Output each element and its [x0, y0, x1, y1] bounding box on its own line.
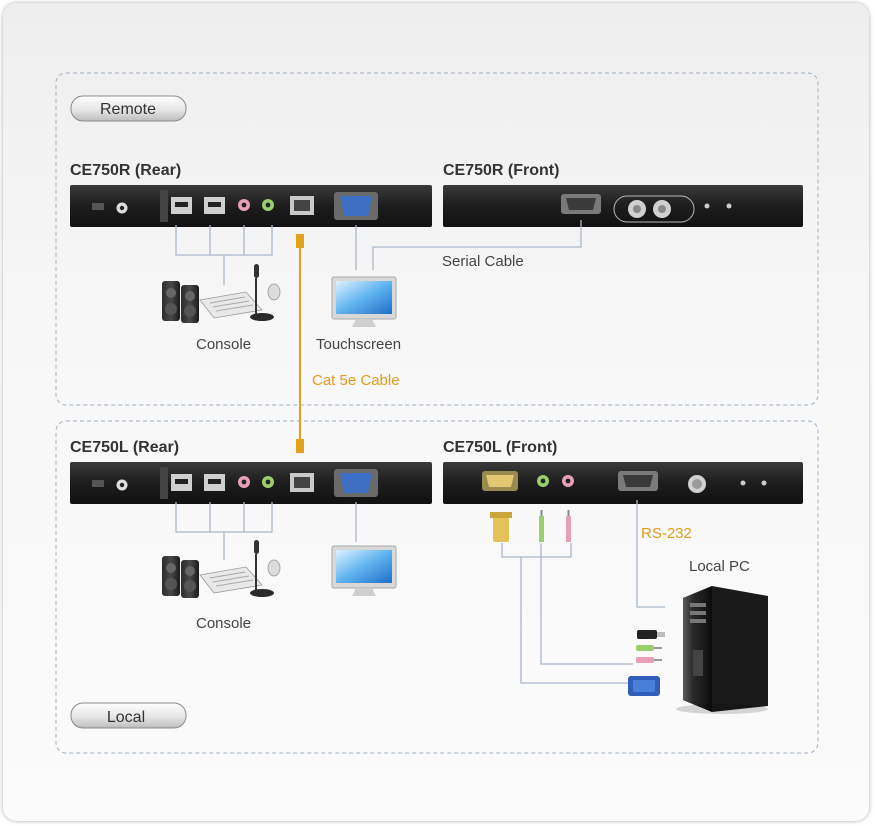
microphone-icon: [250, 264, 274, 321]
skew-control-icon: [613, 195, 695, 223]
action-button-icon: [688, 475, 706, 493]
remote-zone-label: Remote: [70, 95, 187, 122]
rj45-port-icon: [290, 473, 314, 492]
rs232-label: RS-232: [641, 525, 692, 542]
usb-plug-icon: [637, 630, 665, 639]
audio-plug-icon: [539, 510, 544, 542]
monitor-icon: [331, 276, 397, 327]
ce750r-rear-panel: [70, 185, 432, 227]
usb-port-icon: [171, 197, 192, 214]
local-label-text: Local: [107, 709, 145, 726]
mouse-icon: [267, 559, 281, 577]
serial-cable-label: Serial Cable: [442, 253, 524, 270]
local-console-label: Console: [196, 615, 251, 632]
usb-port-icon: [204, 474, 225, 491]
rj45-port-icon: [290, 196, 314, 215]
ce750l-rear-title: CE750L (Rear): [70, 439, 179, 456]
touchscreen-label: Touchscreen: [316, 336, 401, 353]
cat5e-cable: [296, 234, 304, 453]
power-jack-icon: [92, 202, 128, 214]
local-console-cables: [175, 500, 665, 684]
speaker-icon: [181, 560, 199, 598]
microphone-icon: [250, 540, 274, 597]
ce750r-front-panel: [443, 185, 803, 227]
speaker-icon: [181, 285, 199, 323]
speaker-icon: [162, 281, 180, 321]
local-zone: [55, 420, 819, 754]
vga-port-icon: [334, 469, 378, 497]
audio-jack-icon: [238, 476, 250, 488]
remote-label-text: Remote: [100, 101, 156, 118]
audio-jack-icon: [238, 199, 250, 211]
remote-zone: [55, 72, 819, 406]
ce750l-front-panel: [443, 462, 803, 504]
remote-led-icon: [740, 480, 746, 486]
monitor-icon: [331, 545, 397, 596]
usb-port-icon: [204, 197, 225, 214]
local-pc-label: Local PC: [689, 558, 750, 575]
link-led-icon: [704, 203, 710, 209]
audio-plug-icon: [636, 645, 662, 651]
computer-tower-icon: [676, 586, 768, 714]
local-pc-connectors: [490, 510, 665, 696]
remote-console-devices: [162, 264, 281, 323]
speaker-icon: [162, 556, 180, 596]
local-led-icon: [761, 480, 767, 486]
local-console-devices: [162, 540, 281, 598]
remote-console-cables: [175, 220, 582, 285]
cat5e-cable-label: Cat 5e Cable: [312, 372, 400, 389]
usb-port-icon: [171, 474, 192, 491]
vga-port-icon: [334, 192, 378, 220]
keyboard-icon: [199, 291, 263, 319]
mouse-icon: [267, 283, 281, 301]
audio-plug-icon: [636, 657, 662, 663]
rs232-port-icon: [561, 194, 601, 214]
ce750r-front-title: CE750R (Front): [443, 162, 559, 179]
rs232-port-icon: [618, 471, 658, 491]
ce750l-front-title: CE750L (Front): [443, 439, 557, 456]
audio-plug-icon: [566, 510, 571, 542]
local-zone-label: Local: [70, 702, 187, 729]
cpu-vga-port-icon: [482, 471, 518, 491]
audio-jack-icon: [262, 476, 274, 488]
remote-led-icon: [726, 203, 732, 209]
audio-jack-icon: [537, 475, 549, 487]
vga-connector-icon: [490, 512, 512, 542]
remote-console-label: Console: [196, 336, 251, 353]
audio-jack-icon: [262, 199, 274, 211]
power-jack-icon: [92, 479, 128, 491]
vga-connector-icon: [628, 676, 660, 696]
keyboard-icon: [199, 566, 263, 594]
ce750r-rear-title: CE750R (Rear): [70, 162, 181, 179]
ce750l-rear-panel: [70, 462, 432, 504]
audio-jack-icon: [562, 475, 574, 487]
